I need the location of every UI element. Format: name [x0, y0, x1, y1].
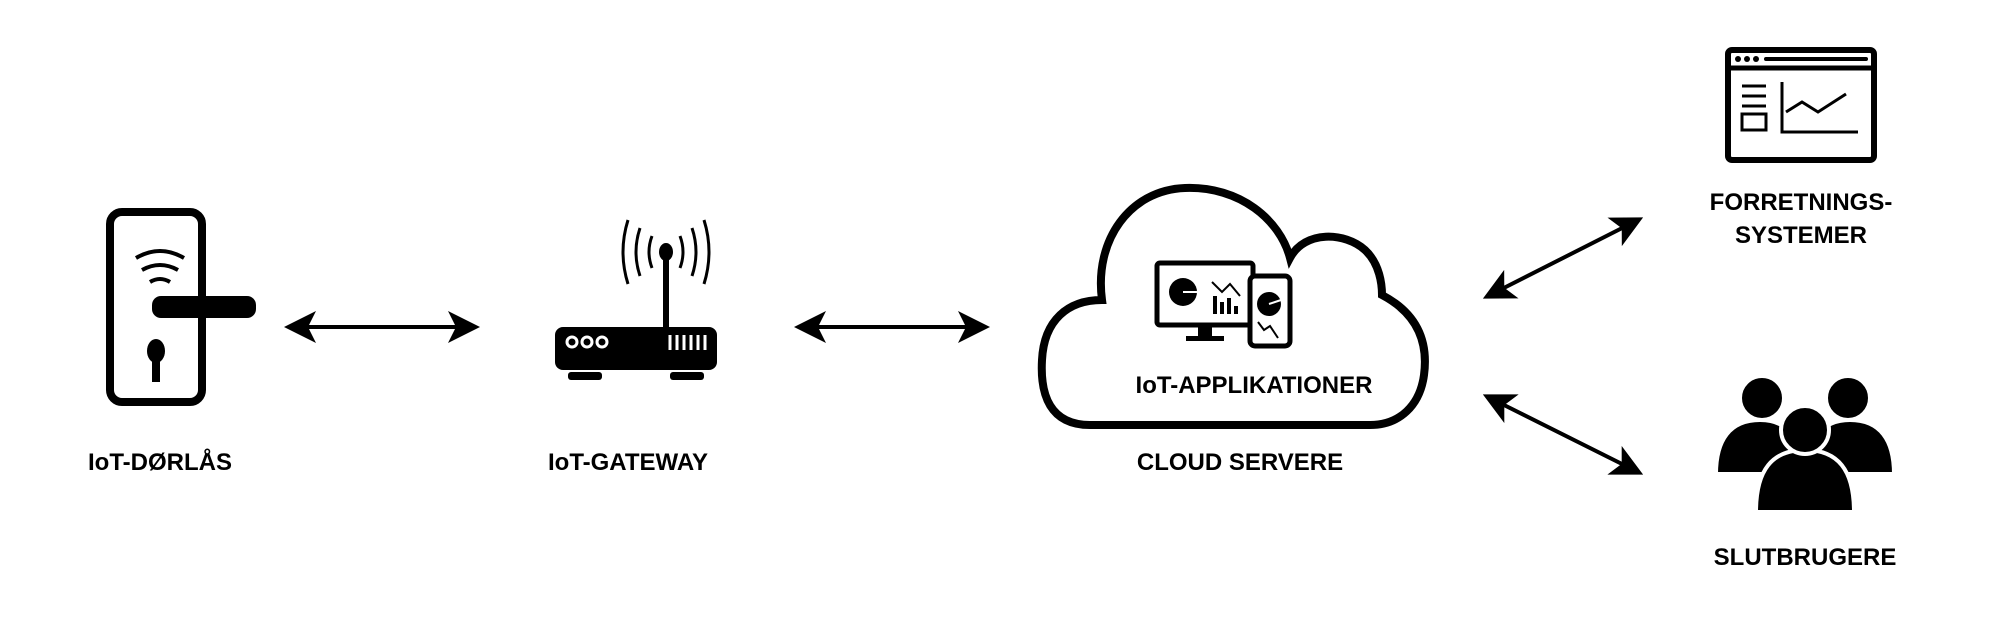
arrow-cloud-business [1482, 217, 1644, 299]
users-label: SLUTBRUGERE [1714, 544, 1897, 571]
gateway-label: IoT-GATEWAY [548, 449, 708, 476]
business-label-line2: SYSTEMER [1735, 222, 1867, 249]
cloud-label: CLOUD SERVERE [1137, 449, 1343, 476]
users-group-icon [1713, 374, 1897, 514]
door-lock-icon [106, 208, 256, 406]
arrow-cloud-users [1482, 394, 1644, 475]
door-lock-label: IoT-DØRLÅS [88, 448, 232, 476]
cloud-inner-label: IoT-APPLIKATIONER [1136, 372, 1373, 399]
router-icon [555, 219, 717, 380]
devices-analytics-icon [1154, 260, 1293, 349]
business-label-line1: FORRETNINGS- [1710, 189, 1893, 216]
cloud-icon [1037, 183, 1429, 429]
dashboard-window-icon [1725, 47, 1877, 163]
